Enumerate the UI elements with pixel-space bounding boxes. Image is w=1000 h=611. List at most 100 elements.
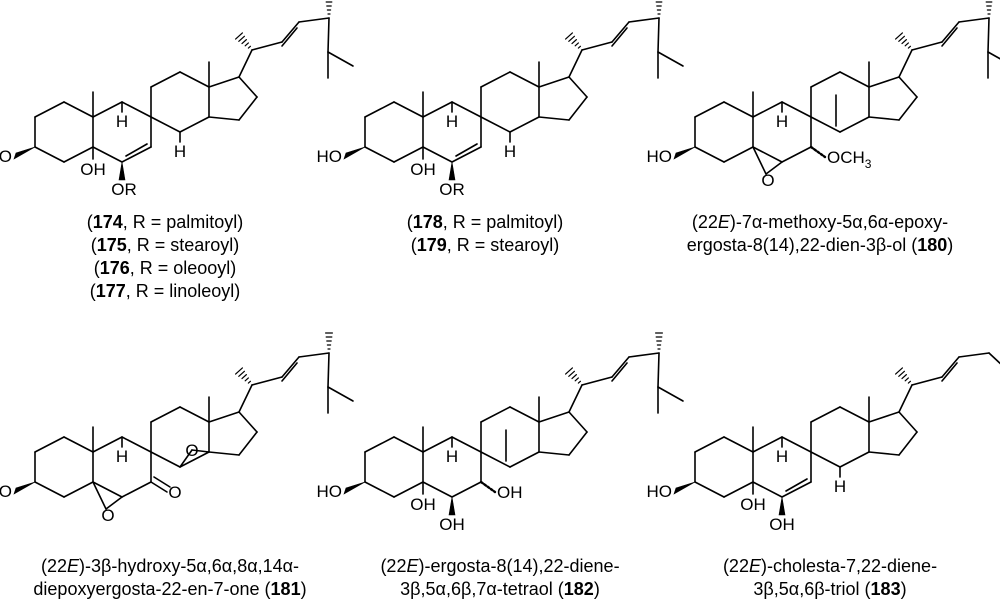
ring-a-bond	[393, 481, 424, 498]
side-chain-bond	[941, 356, 960, 378]
hash-bond	[895, 32, 911, 49]
caption-segment: (	[86, 212, 93, 232]
ring-a-bond	[34, 101, 65, 118]
hash-stroke	[901, 39, 907, 45]
atom-label-5-hydroxy: OH	[80, 160, 106, 179]
double-bond-inner	[281, 362, 298, 382]
caption-segment: 174	[92, 212, 123, 232]
ring-a-bond	[364, 146, 395, 163]
side-chain-bond	[298, 352, 330, 358]
hash-stroke	[898, 370, 905, 377]
ring-b-bond	[781, 481, 812, 498]
ring-c-bond	[150, 116, 181, 133]
side-chain-bond	[611, 356, 630, 378]
double-bond-c7-c8	[455, 143, 478, 157]
caption-178-179: (178, R = palmitoyl)(179, R = stearoyl)	[360, 211, 610, 257]
caption-segment: 3β,5α,6β,7α-tetraol (	[400, 579, 564, 599]
hash-bond	[985, 1, 993, 15]
side-chain-bond	[941, 21, 960, 43]
wedge-bond	[343, 481, 366, 495]
hash-stroke	[577, 45, 581, 49]
hash-stroke	[907, 380, 911, 384]
ring-d-bond	[538, 76, 570, 88]
ring-c-bond	[810, 116, 841, 133]
ring-b-bond	[121, 146, 152, 163]
ring-b-bond	[121, 101, 152, 118]
caption-segment: 177	[95, 281, 126, 301]
ring-b-bond	[451, 101, 482, 118]
ring-d-bond	[868, 116, 900, 121]
caption-segment: 176	[99, 258, 130, 278]
side-chain-bond	[568, 384, 583, 413]
ring-b-bond	[752, 101, 783, 118]
hash-stroke	[238, 370, 245, 377]
ring-c-bond	[150, 406, 181, 423]
caption-segment: 175	[96, 235, 127, 255]
side-chain-bond	[657, 352, 660, 388]
caption-segment: 180	[917, 235, 948, 255]
caption-line: 3β,5α,6β-triol (183)	[680, 578, 980, 601]
atom-label-6-substituent: OR	[439, 180, 465, 199]
ring-b-bond	[752, 481, 783, 498]
atom-label-6-substituent: OH	[439, 515, 465, 534]
side-chain-bond	[281, 21, 300, 43]
hash-bond	[809, 145, 827, 159]
ring-b-bond	[781, 146, 812, 163]
ring-c-bond	[839, 116, 870, 133]
atom-label-9-hydrogen: H	[446, 447, 458, 466]
ring-b-bond	[92, 481, 123, 498]
atom-label-5-hydroxy: OH	[410, 160, 436, 179]
hash-bond	[565, 367, 581, 384]
hash-bond	[565, 32, 581, 49]
epoxide-bond	[92, 481, 107, 510]
ring-d-bond	[868, 411, 900, 423]
hash-bond	[235, 367, 251, 384]
caption-segment: (22	[40, 556, 67, 576]
ring-a-bond	[694, 146, 725, 163]
skeleton: HOHOOO	[0, 332, 354, 525]
ring-a-bond	[34, 481, 65, 498]
ring-b-bond	[752, 436, 783, 453]
epoxide-bond	[191, 449, 210, 453]
ring-d-bond	[208, 116, 240, 121]
ring-b-bond	[752, 146, 783, 163]
double-bond-inner	[941, 27, 958, 47]
caption-174-177: (174, R = palmitoyl)(175, R = stearoyl)(…	[40, 211, 290, 303]
side-chain-bond	[568, 49, 583, 78]
side-chain-bond	[958, 352, 990, 358]
caption-segment: 181	[270, 579, 301, 599]
caption-181: (22E)-3β-hydroxy-5α,6α,8α,14α-diepoxyerg…	[5, 555, 335, 601]
caption-line: (176, R = oleooyl)	[40, 257, 290, 280]
wedge-bond	[778, 496, 786, 516]
hash-bond	[325, 332, 333, 350]
ring-a-bond	[723, 101, 754, 118]
side-chain-bond	[611, 21, 630, 43]
ring-c-bond	[810, 451, 841, 468]
hash-stroke	[235, 367, 243, 375]
ring-c-bond	[480, 116, 511, 133]
ring-c-bond	[179, 71, 210, 88]
ring-d-bond	[868, 76, 900, 88]
ring-a-bond	[63, 101, 94, 118]
ring-d-bond	[898, 411, 918, 433]
side-chain-bond	[911, 41, 943, 51]
hash-stroke	[241, 39, 247, 45]
atom-label-3-hydroxy: HO	[317, 147, 343, 166]
side-chain-bond	[327, 51, 354, 67]
caption-segment: ergosta-8(14),22-dien-3β-ol (	[686, 235, 918, 255]
caption-segment: (22	[722, 556, 749, 576]
ring-d-bond	[898, 96, 918, 121]
hash-stroke	[565, 32, 573, 40]
ring-a-bond	[694, 436, 725, 453]
atom-label-6-substituent: OH	[769, 515, 795, 534]
caption-182: (22E)-ergosta-8(14),22-diene-3β,5α,6β,7α…	[345, 555, 655, 601]
ring-c-bond	[839, 451, 870, 468]
ring-b-bond	[451, 436, 482, 453]
ring-a-bond	[34, 436, 65, 453]
caption-183: (22E)-cholesta-7,22-diene-3β,5α,6β-triol…	[680, 555, 980, 601]
